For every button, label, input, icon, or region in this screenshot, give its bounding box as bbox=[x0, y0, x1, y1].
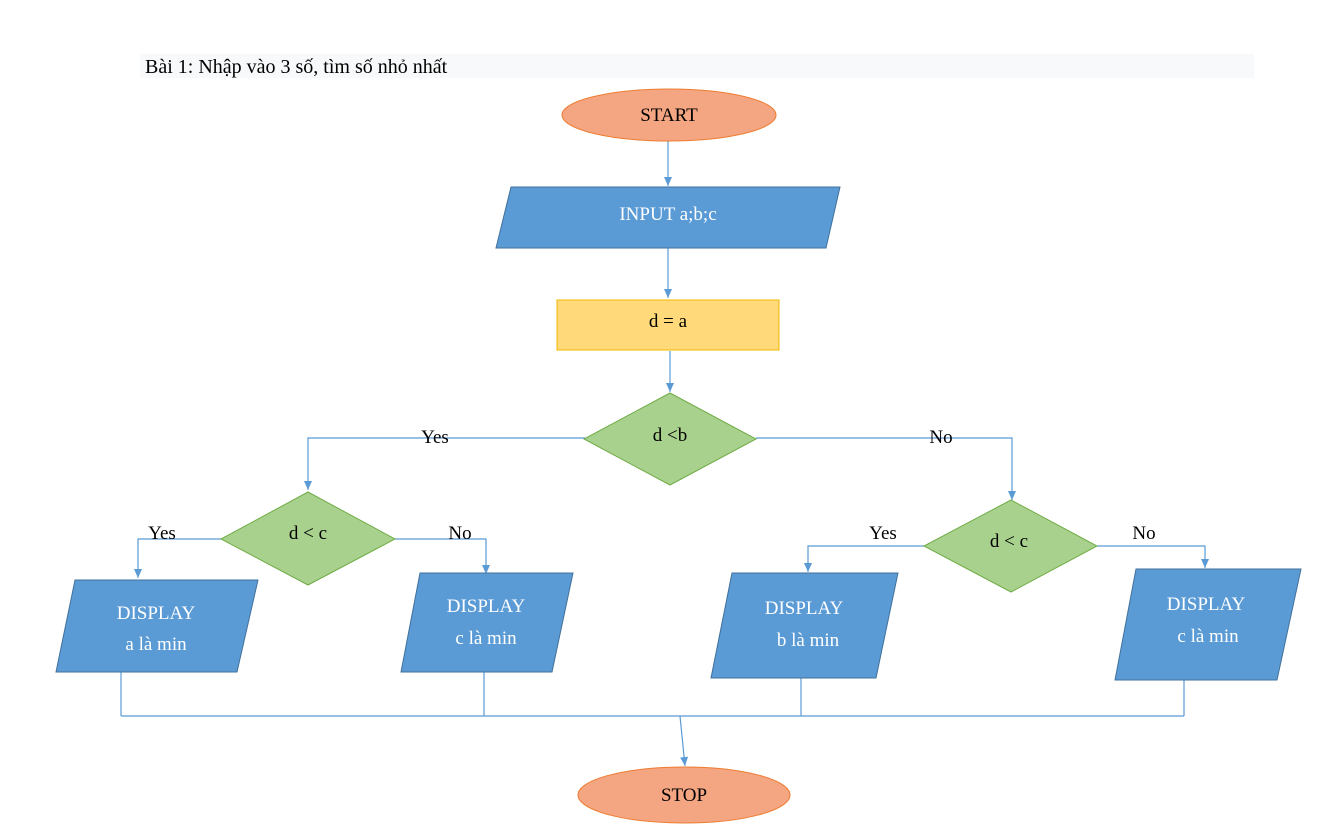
display-c-right-node: DISPLAY c là min bbox=[1114, 568, 1302, 681]
assign-label: d = a bbox=[649, 311, 688, 332]
input-node: INPUT a;b;c bbox=[495, 186, 841, 249]
title-band bbox=[140, 54, 1254, 78]
display-b-line2: b là min bbox=[777, 630, 840, 651]
display-a-line2: a là min bbox=[125, 634, 187, 655]
display-b-line1: DISPLAY bbox=[765, 598, 844, 619]
decision-left-label: d < c bbox=[289, 523, 327, 544]
display-c-right-line2: c là min bbox=[1177, 626, 1239, 647]
edge-main-no bbox=[756, 437, 1016, 500]
display-c-left-node: DISPLAY c là min bbox=[400, 572, 574, 673]
decision-main: d <b bbox=[582, 392, 758, 486]
right-yes-label: Yes bbox=[869, 523, 897, 544]
decision-right: d < c bbox=[922, 499, 1099, 593]
edge-left-yes bbox=[134, 538, 222, 578]
display-b-node: DISPLAY b là min bbox=[710, 572, 899, 679]
edge-merge-stop bbox=[679, 715, 689, 767]
left-no-label: No bbox=[448, 523, 471, 544]
decision-left: d < c bbox=[219, 491, 397, 586]
display-c-left-line1: DISPLAY bbox=[447, 596, 526, 617]
main-yes-label: Yes bbox=[421, 427, 449, 448]
left-yes-label: Yes bbox=[148, 523, 176, 544]
start-label: START bbox=[640, 105, 698, 126]
display-c-right-line1: DISPLAY bbox=[1167, 594, 1246, 615]
edge-main-yes bbox=[304, 437, 585, 490]
input-label: INPUT a;b;c bbox=[619, 204, 716, 225]
decision-main-label: d <b bbox=[653, 425, 687, 446]
stop-label: STOP bbox=[661, 785, 707, 806]
stop-node: STOP bbox=[577, 766, 791, 824]
page-title: Bài 1: Nhập vào 3 số, tìm số nhỏ nhất bbox=[145, 56, 448, 78]
edge-left-no bbox=[395, 538, 490, 574]
edge-right-yes bbox=[804, 545, 925, 572]
display-a-line1: DISPLAY bbox=[117, 603, 196, 624]
decision-right-label: d < c bbox=[990, 531, 1028, 552]
display-a-node: DISPLAY a là min bbox=[55, 579, 259, 673]
main-no-label: No bbox=[929, 427, 952, 448]
assign-node: d = a bbox=[556, 299, 780, 351]
display-c-left-line2: c là min bbox=[455, 628, 517, 649]
edge-right-no bbox=[1097, 545, 1209, 568]
start-node: START bbox=[561, 88, 777, 142]
right-no-label: No bbox=[1132, 523, 1155, 544]
connectors bbox=[120, 141, 1209, 767]
